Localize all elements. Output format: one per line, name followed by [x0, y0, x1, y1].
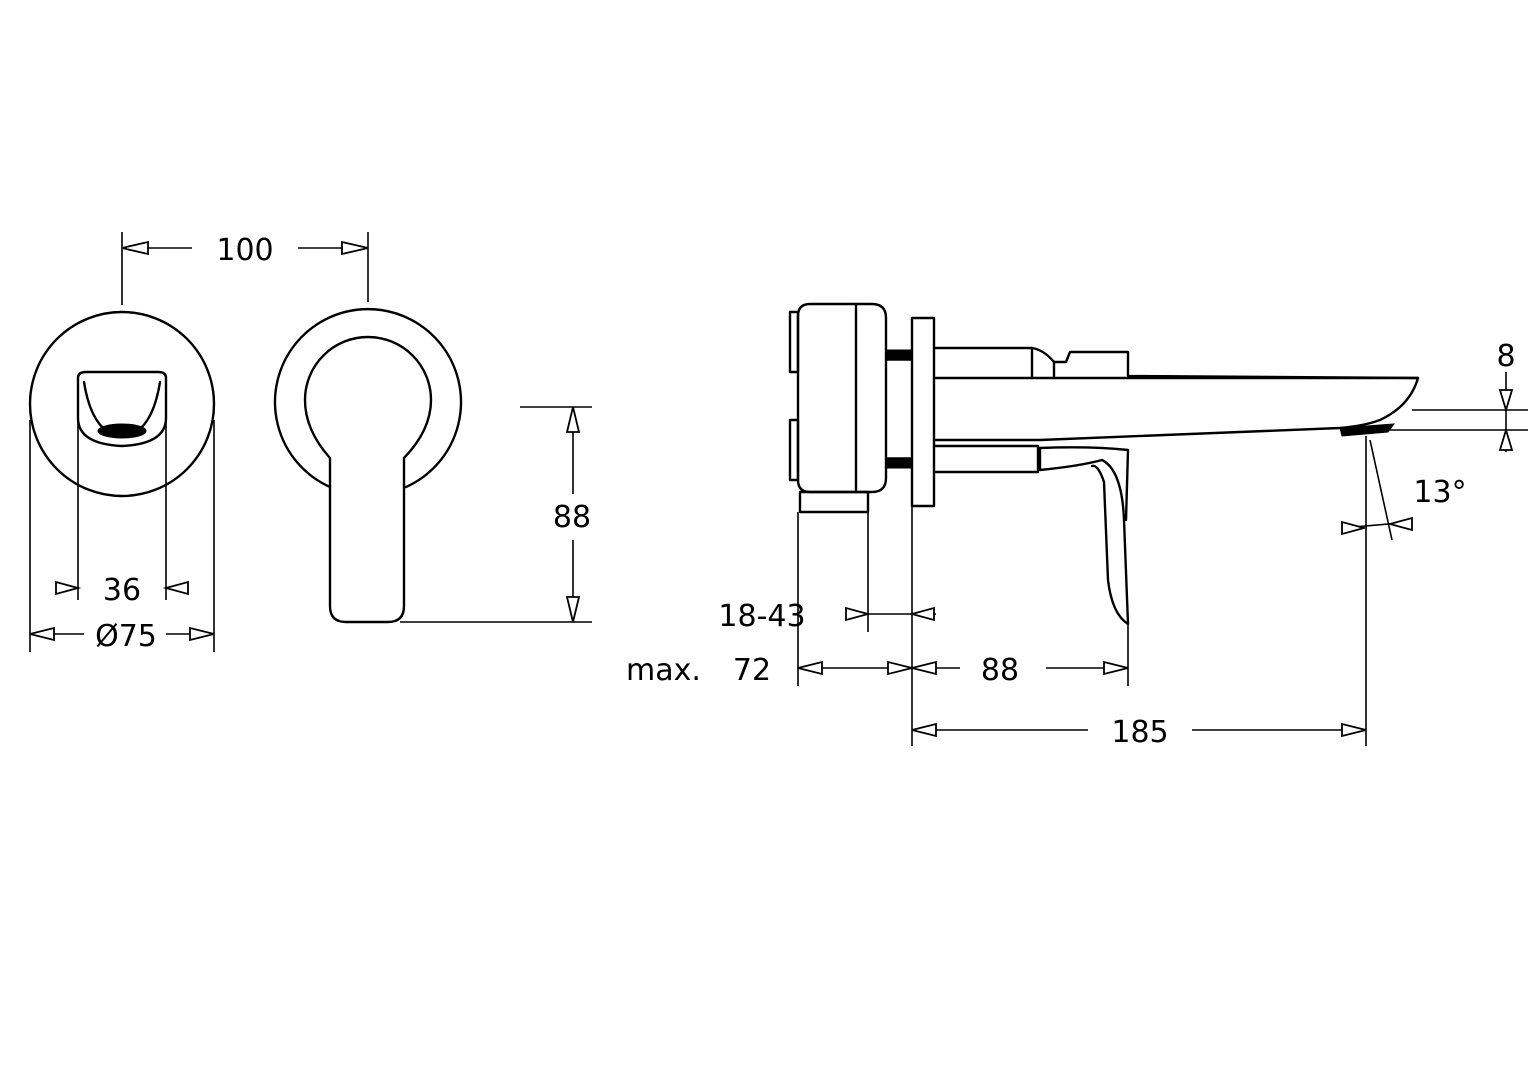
dimension-185: 185	[911, 715, 1367, 750]
dimension-13-degrees: 13°	[1341, 475, 1467, 536]
arrow-72-right	[887, 660, 913, 676]
lever-handle-outline	[303, 335, 433, 624]
lever-body	[932, 444, 1040, 474]
thread-bottom	[885, 457, 913, 469]
dim-label-72: 72	[733, 653, 771, 688]
dimension-100: 100	[121, 233, 369, 268]
dim-label-36: 36	[103, 573, 141, 608]
dim-label-max: max.	[626, 653, 701, 688]
spout-outlet-aerator	[1339, 423, 1396, 437]
arrow-13-right	[1386, 516, 1413, 532]
dim-label-75: Ø75	[95, 619, 157, 654]
in-wall-port-bottom	[788, 418, 800, 482]
dimension-88-lever-projection: 88	[911, 653, 1129, 688]
thread-top	[885, 349, 913, 361]
dimension-75: Ø75	[29, 619, 215, 654]
arrow-185-left	[911, 722, 937, 738]
lever-plate-front-view	[273, 232, 592, 624]
arrow-75-right	[189, 626, 215, 642]
dimension-36: 36	[55, 573, 189, 608]
in-wall-base	[798, 490, 870, 514]
arrow-185-right	[1341, 722, 1367, 738]
dim-label-8: 8	[1496, 339, 1515, 374]
dim-label-1843: 18-43	[718, 599, 805, 634]
in-wall-port-top	[788, 310, 800, 374]
arrow-13-left	[1341, 520, 1368, 536]
arrow-75-left	[29, 626, 55, 642]
arrow-88h-right	[1103, 660, 1129, 676]
dimension-88-lever-height: 88	[553, 406, 591, 623]
lever-top-edge	[1038, 446, 1130, 522]
spout-outlet	[97, 423, 147, 439]
dim-label-185: 185	[1111, 715, 1168, 750]
dim-label-88-height: 88	[553, 500, 591, 535]
side-view	[788, 302, 1528, 746]
arrow-36-right	[162, 580, 189, 596]
arrow-100-left	[121, 240, 149, 256]
arrow-72-left	[797, 660, 823, 676]
spout-side-outline	[932, 346, 1420, 442]
wall-plate	[910, 316, 936, 508]
arrow-1843-right	[908, 606, 935, 622]
lever-plate-circle	[273, 308, 463, 489]
arrow-100-right	[341, 240, 369, 256]
dim-label-100: 100	[216, 233, 273, 268]
arrow-88v-bottom	[565, 596, 581, 623]
spout-plate-circle	[28, 310, 216, 498]
dim-label-88-projection: 88	[981, 653, 1019, 688]
dimension-max-72: max. 72	[626, 653, 913, 688]
lever-handle-side	[1038, 446, 1130, 626]
arrow-88v-top	[565, 406, 581, 433]
arrow-36-left	[55, 580, 82, 596]
spout-plate-front-view	[28, 232, 216, 652]
dimension-8: 8	[1496, 339, 1516, 452]
in-wall-body	[796, 302, 888, 494]
arrow-1843-left	[845, 606, 872, 622]
dim-label-13: 13°	[1413, 475, 1466, 510]
arrow-8-top	[1498, 389, 1514, 414]
arrow-88h-left	[911, 660, 937, 676]
arrow-8-bottom	[1498, 426, 1514, 451]
dimension-18-43: 18-43	[718, 599, 936, 634]
